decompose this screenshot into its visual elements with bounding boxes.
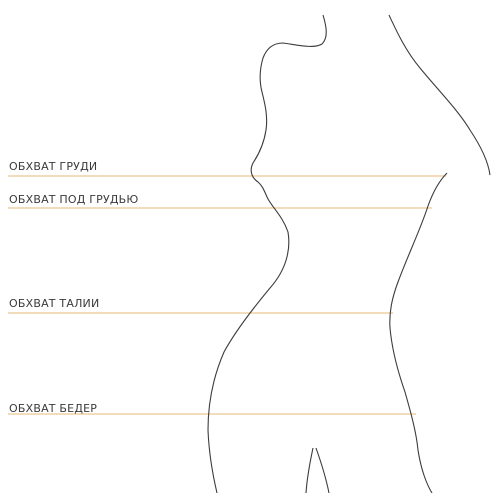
arm-outline: [390, 173, 447, 493]
back-body-outline: [389, 15, 490, 175]
hips-measurement-label: ОБХВАТ БЕДЕР: [9, 403, 97, 414]
inner-leg-outline: [306, 448, 313, 493]
underbust-measurement-label: ОБХВАТ ПОД ГРУДЬЮ: [9, 194, 139, 205]
chest-measurement-label: ОБХВАТ ГРУДИ: [9, 161, 97, 172]
waist-measurement-label: ОБХВАТ ТАЛИИ: [9, 298, 99, 309]
front-body-outline: [208, 15, 326, 493]
inner-leg-outline-2: [316, 448, 329, 493]
